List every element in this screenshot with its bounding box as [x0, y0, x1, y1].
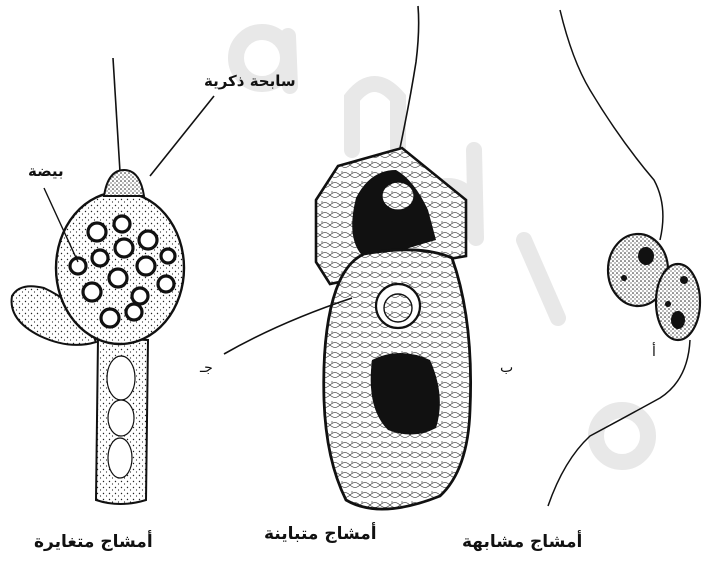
label-egg: بيضة — [28, 162, 64, 180]
flagellum-right-top — [560, 10, 663, 240]
isogamete-figure — [548, 10, 700, 506]
heterogamete-figure — [12, 58, 214, 504]
label-letter-a: أ — [652, 344, 656, 360]
caption-isogametes: أمشاج مشابهة — [462, 532, 582, 552]
flagellum-left — [113, 58, 120, 172]
label-letter-b: ب — [500, 360, 513, 376]
flagellum-right-bottom — [548, 340, 690, 506]
label-male-gamete: سابحة ذكرية — [204, 72, 296, 90]
caption-heterogametes: أمشاج متغايرة — [34, 532, 153, 552]
label-letter-c: جـ — [200, 360, 213, 376]
flagellum-middle — [400, 6, 419, 148]
caption-anisogametes: أمشاج متباينة — [264, 524, 377, 544]
male-gamete-cap — [104, 170, 144, 196]
